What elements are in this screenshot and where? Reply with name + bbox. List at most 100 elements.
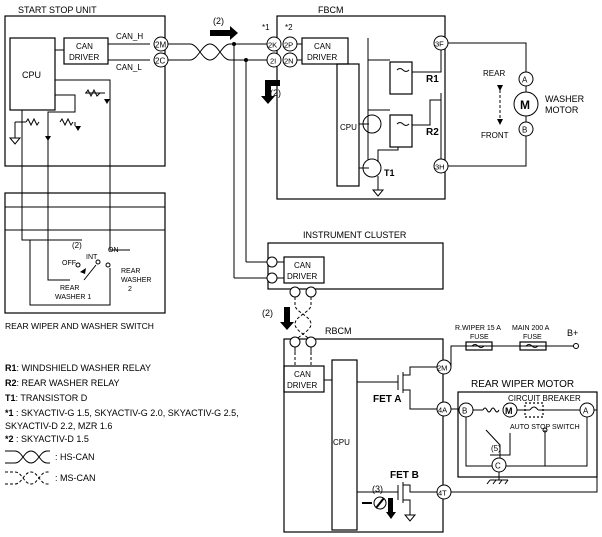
svg-text:CPU: CPU <box>333 438 350 447</box>
svg-text:2K: 2K <box>268 41 277 50</box>
legend-ms-can: : MS-CAN <box>55 473 96 483</box>
ic-can-driver <box>283 256 325 284</box>
fet-a: FET A <box>357 366 440 410</box>
svg-text:M: M <box>520 98 530 112</box>
flow-arrow-right <box>210 26 238 40</box>
fet-b: FET B (3) <box>357 470 440 522</box>
fbcm-can-driver <box>301 37 349 65</box>
rear-label: REAR <box>483 69 505 78</box>
start-stop-unit-title: START STOP UNIT <box>18 5 97 15</box>
legend-r1: R1: WINDSHIELD WASHER RELAY <box>5 363 151 373</box>
svg-text:MOTOR: MOTOR <box>545 105 579 115</box>
svg-text:3F: 3F <box>435 40 444 49</box>
svg-text:FET A: FET A <box>373 394 402 405</box>
washer-motor-symbol <box>513 91 539 117</box>
svg-text:4T: 4T <box>438 489 447 498</box>
fuse-rwiper <box>465 341 493 351</box>
svg-text:FET B: FET B <box>390 470 419 481</box>
relay-r1 <box>389 61 413 95</box>
washer-motor: A B M WASHER MOTOR REAR FRONT <box>448 42 585 167</box>
switch-int: INT <box>86 254 98 261</box>
svg-text:A: A <box>583 407 589 416</box>
legend-star1: *1 : SKYACTIV-G 1.5, SKYACTIV-G 2.0, SKY… <box>5 408 239 418</box>
fuse-rwiper-label: R.WIPER 15 A <box>455 325 501 332</box>
can-h-label: CAN_H <box>116 32 143 41</box>
svg-text:REAR: REAR <box>121 268 140 275</box>
legend-t1: T1: TRANSISTOR D <box>5 393 88 403</box>
rear-wiper-motor: REAR WIPER MOTOR CIRCUIT BREAKER B A M A… <box>451 379 598 493</box>
legend-star1-cont: SKYACTIV-D 2.2, MZR 1.6 <box>5 421 112 431</box>
switch-title: REAR WIPER AND WASHER SWITCH <box>5 321 154 331</box>
svg-text:*1: *1 <box>262 23 270 32</box>
ss-cpu-label: CPU <box>22 70 41 80</box>
auto-stop-switch-label: AUTO STOP SWITCH <box>510 424 580 431</box>
fbcm-cpu <box>336 63 360 187</box>
instrument-cluster-unit: INSTRUMENT CLUSTER CAN DRIVER <box>234 230 444 298</box>
rear-wiper-washer-switch: REAR WIPER AND WASHER SWITCH (2) OFF INT… <box>4 150 166 331</box>
fbcm-unit: FBCM *1 *2 2K 2P 2I 2N CAN DRIVER CPU R1… <box>262 5 449 200</box>
can-l-label: CAN_L <box>116 63 142 72</box>
fuse-main-label: MAIN 200 A <box>512 325 550 332</box>
switch-on: ON <box>108 247 119 254</box>
relay-r2 <box>389 114 413 148</box>
legend-hs-can: : HS-CAN <box>55 452 95 462</box>
svg-text:(2): (2) <box>270 88 281 98</box>
svg-text:CAN: CAN <box>294 370 311 379</box>
legend-star2: *2 : SKYACTIV-D 1.5 <box>5 434 89 444</box>
svg-text:(2): (2) <box>262 308 273 318</box>
front-label: FRONT <box>481 131 509 140</box>
svg-text:(3): (3) <box>372 484 383 494</box>
fuse-circuit: R.WIPER 15 A FUSE MAIN 200 A FUSE B+ <box>450 325 579 367</box>
flow-arrow-down-2 <box>280 307 294 330</box>
rbcm-cpu <box>331 359 358 531</box>
hs-can-bus-top: (2) (2) <box>168 16 281 278</box>
svg-text:CAN: CAN <box>314 42 331 51</box>
ms-can-bus: (2) <box>262 297 312 352</box>
svg-text:B: B <box>462 407 467 416</box>
circuit-breaker-label: CIRCUIT BREAKER <box>508 394 581 403</box>
svg-text:WASHER: WASHER <box>121 277 151 284</box>
fuse-main <box>519 341 547 351</box>
rbcm-can-driver <box>283 365 325 393</box>
svg-text:2N: 2N <box>284 57 294 66</box>
ss-cpu <box>9 37 56 111</box>
svg-text:FUSE: FUSE <box>523 334 542 341</box>
svg-text:3H: 3H <box>435 163 445 172</box>
fbcm-title: FBCM <box>318 5 344 15</box>
flow-arrow-down <box>261 80 280 104</box>
svg-text:REAR: REAR <box>60 285 79 292</box>
svg-text:2M: 2M <box>155 41 166 50</box>
svg-text:CAN: CAN <box>76 42 93 51</box>
svg-text:DRIVER: DRIVER <box>307 53 337 62</box>
svg-text:DRIVER: DRIVER <box>287 381 317 390</box>
svg-text:FUSE: FUSE <box>470 334 489 341</box>
svg-text:WASHER: WASHER <box>545 94 585 104</box>
legend-r2: R2: REAR WASHER RELAY <box>5 378 120 388</box>
hs-can-symbol <box>5 450 50 464</box>
svg-text:WASHER 1: WASHER 1 <box>55 294 91 301</box>
svg-text:2: 2 <box>128 286 132 293</box>
svg-text:2C: 2C <box>155 57 165 66</box>
ms-can-symbol <box>5 471 50 485</box>
switch-off: OFF <box>62 260 76 267</box>
instrument-cluster-title: INSTRUMENT CLUSTER <box>303 230 407 240</box>
svg-text:*2: *2 <box>285 23 293 32</box>
legend: R1: WINDSHIELD WASHER RELAY R2: REAR WAS… <box>5 363 239 485</box>
b-plus-label: B+ <box>567 328 578 338</box>
step-2-label-top: (2) <box>213 16 224 26</box>
svg-text:R1: R1 <box>426 74 439 85</box>
svg-text:M: M <box>505 406 513 416</box>
svg-text:B: B <box>522 126 527 135</box>
svg-text:CAN: CAN <box>294 261 311 270</box>
svg-text:2P: 2P <box>284 41 293 50</box>
start-stop-unit: START STOP UNIT CPU CAN DRIVER CAN_H CAN… <box>4 5 169 167</box>
svg-text:(2): (2) <box>72 241 82 250</box>
svg-text:DRIVER: DRIVER <box>69 53 99 62</box>
svg-text:R2: R2 <box>426 127 439 138</box>
svg-text:C: C <box>495 462 501 471</box>
rbcm-unit: RBCM CAN DRIVER CPU FET A FET B <box>283 326 452 533</box>
svg-text:2M: 2M <box>437 364 447 373</box>
svg-text:(5): (5) <box>491 444 501 453</box>
rbcm-title: RBCM <box>325 326 352 336</box>
